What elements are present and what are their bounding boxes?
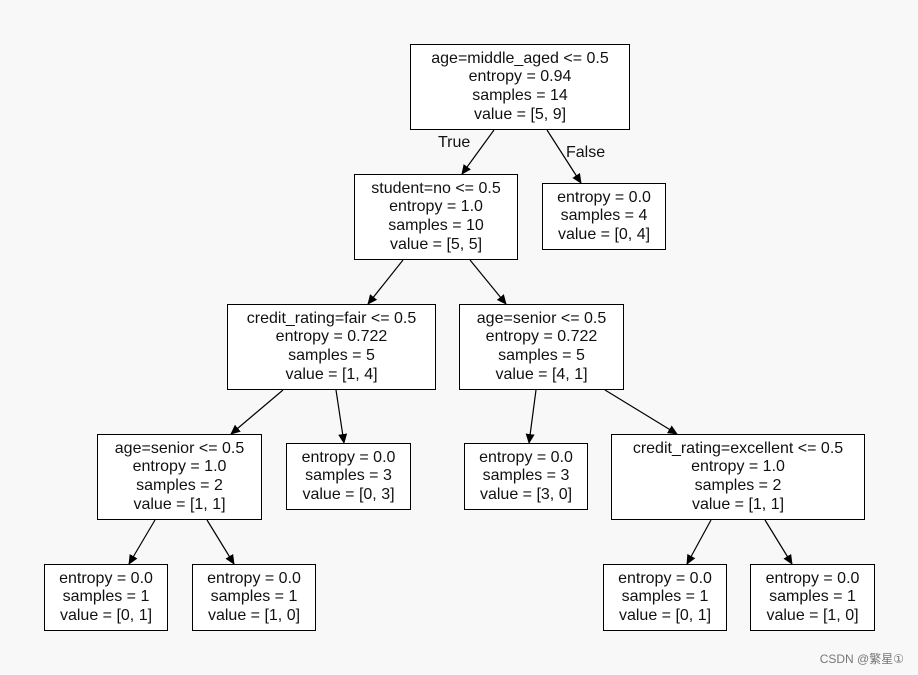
node-line: entropy = 0.722 <box>485 328 598 346</box>
tree-edge-n4-n8 <box>604 389 678 435</box>
node-line: credit_rating=excellent <= 0.5 <box>632 439 844 457</box>
node-line: samples = 3 <box>482 467 570 485</box>
node-line: entropy = 0.0 <box>557 188 651 206</box>
tree-edge-n4-n7 <box>525 389 537 444</box>
node-line: entropy = 0.94 <box>468 68 572 86</box>
node-line: samples = 14 <box>472 87 568 104</box>
node-line: value = [0, 1] <box>618 606 712 624</box>
node-line: value = [0, 3] <box>302 485 395 503</box>
node-line: samples = 2 <box>136 477 223 494</box>
node-line: entropy = 0.0 <box>618 569 712 587</box>
watermark: CSDN @繁星① <box>819 652 904 666</box>
node-line: credit_rating=fair <= 0.5 <box>246 309 417 327</box>
node-line: student=no <= 0.5 <box>371 179 501 197</box>
node-line: entropy = 1.0 <box>691 458 785 476</box>
tree-edge-n3-n5 <box>230 389 284 435</box>
node-line: entropy = 0.0 <box>479 448 573 466</box>
node-line: value = [3, 0] <box>479 485 573 503</box>
node-line: samples = 1 <box>210 588 298 606</box>
node-line: samples = 5 <box>288 347 375 364</box>
tree-edge-n8-n12 <box>764 519 793 565</box>
node-line: value = [0, 4] <box>557 225 651 243</box>
node-line: value = [1, 0] <box>766 606 859 624</box>
node-line: samples = 5 <box>498 347 585 364</box>
edge-label-true: True <box>438 134 471 151</box>
node-line: samples = 3 <box>305 467 392 485</box>
tree-edge-n5-n10 <box>206 519 235 565</box>
node-line: value = [5, 9] <box>473 105 567 123</box>
node-line: samples = 10 <box>388 217 484 234</box>
node-line: entropy = 0.0 <box>59 569 153 587</box>
node-line: age=senior <= 0.5 <box>476 309 607 327</box>
node-line: samples = 1 <box>621 588 709 606</box>
node-line: samples = 4 <box>560 207 648 225</box>
tree-edge-n1-n3 <box>367 259 404 305</box>
tree-edge-n8-n11 <box>686 519 712 565</box>
node-line: value = [1, 1] <box>691 495 785 513</box>
node-line: age=senior <= 0.5 <box>114 439 245 457</box>
tree-edge-n5-n9 <box>128 519 156 565</box>
node-line: entropy = 0.722 <box>275 328 388 346</box>
node-line: value = [1, 1] <box>133 495 226 513</box>
node-line: value = [1, 4] <box>285 365 378 383</box>
node-line: samples = 1 <box>62 588 150 606</box>
tree-edge-n0-n2 <box>546 129 582 184</box>
node-line: entropy = 0.0 <box>207 569 301 587</box>
node-line: value = [1, 0] <box>207 606 301 624</box>
node-line: entropy = 0.0 <box>301 448 396 466</box>
tree-edge-n3-n6 <box>335 389 348 444</box>
node-line: value = [0, 1] <box>59 606 153 624</box>
node-line: entropy = 1.0 <box>389 198 483 216</box>
node-line: value = [4, 1] <box>495 365 588 383</box>
node-line: value = [5, 5] <box>389 235 483 253</box>
node-line: entropy = 0.0 <box>765 569 860 587</box>
node-line: age=middle_aged <= 0.5 <box>431 49 609 67</box>
node-line: entropy = 1.0 <box>132 458 227 476</box>
tree-edge-n0-n1 <box>461 129 495 175</box>
tree-edge-n1-n4 <box>469 259 507 305</box>
node-line: samples = 2 <box>694 477 782 494</box>
edge-label-false: False <box>566 144 606 161</box>
node-line: samples = 1 <box>769 588 856 606</box>
